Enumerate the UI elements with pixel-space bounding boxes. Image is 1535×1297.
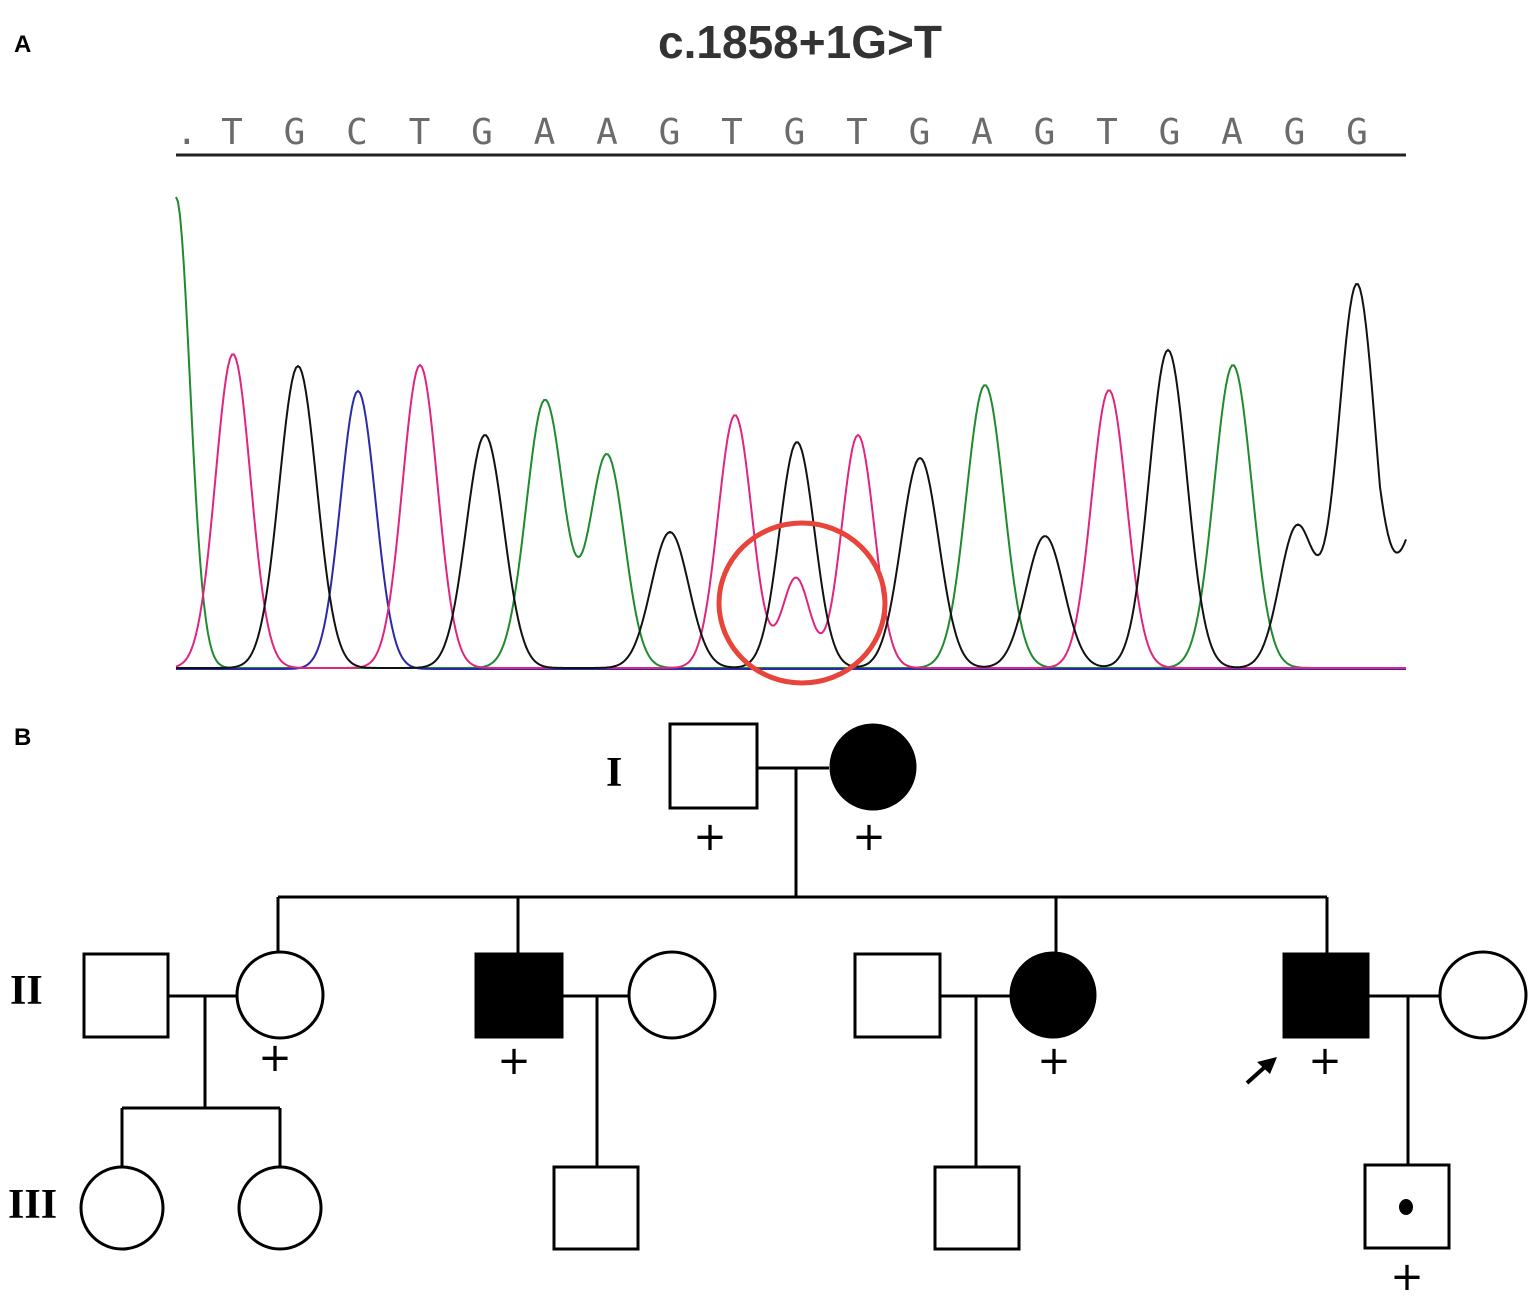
pedigree-lines: [120, 766, 1440, 1167]
carrier-plus-ii2: +: [258, 1035, 292, 1081]
pedigree-ii2-female: [235, 950, 325, 1040]
pedigree-ii1-male: [82, 952, 170, 1039]
pedigree-iii3-male: [552, 1165, 640, 1251]
generation-label-iii: III: [8, 1182, 57, 1228]
panel-b-label: B: [14, 724, 31, 751]
base-call-6: A: [534, 112, 556, 153]
base-call-3: C: [346, 112, 368, 153]
base-call-11: T: [846, 112, 868, 153]
base-call-9: T: [721, 112, 743, 153]
pedigree-i1-male: [668, 722, 759, 810]
carrier-dot: [1399, 1199, 1413, 1215]
carrier-plus-ii6: +: [1037, 1038, 1071, 1084]
proband-arrow: [1245, 1057, 1277, 1085]
generation-label-ii: II: [10, 968, 43, 1014]
base-call-2: G: [284, 112, 306, 153]
base-call-4: T: [409, 112, 431, 153]
base-call-1: T: [221, 112, 243, 153]
carrier-plus-iii5: +: [1390, 1254, 1424, 1297]
trace-a-green: [175, 196, 1406, 669]
base-call-14: G: [1034, 112, 1056, 153]
carrier-plus-i1: +: [693, 814, 727, 860]
base-call-19: G: [1346, 112, 1368, 153]
pedigree-iii1-female: [79, 1165, 165, 1251]
base-call-8: G: [659, 112, 681, 153]
pedigree-i2-female-affected: [829, 723, 917, 811]
trace-t-pink: [175, 353, 1406, 669]
mutation-highlight-circle: [716, 520, 888, 686]
trace-g-black: [176, 283, 1407, 669]
pedigree-iii4-male: [933, 1165, 1021, 1251]
base-call-16: G: [1159, 112, 1181, 153]
pedigree-ii3-male-affected: [474, 952, 564, 1039]
carrier-plus-i2: +: [852, 814, 886, 860]
mutation-title: c.1858+1G>T: [658, 16, 942, 68]
pedigree-ii7-male-affected-proband: [1282, 952, 1370, 1039]
base-call-10: G: [784, 112, 806, 153]
pedigree-ii4-female: [627, 950, 717, 1040]
generation-label-i: I: [606, 750, 622, 796]
carrier-plus-ii3: +: [497, 1038, 531, 1084]
base-call-5: G: [471, 112, 493, 153]
leading-dot: .: [176, 112, 198, 153]
trace-c-blue: [176, 389, 1406, 670]
base-call-13: A: [971, 112, 993, 153]
pedigree-ii5-male: [853, 952, 942, 1039]
panel-a-label: A: [14, 31, 31, 58]
carrier-plus-ii7: +: [1308, 1038, 1342, 1084]
base-call-18: G: [1284, 112, 1306, 153]
pedigree-ii6-female-affected: [1009, 951, 1097, 1039]
base-call-17: A: [1221, 112, 1243, 153]
base-call-7: A: [596, 112, 618, 153]
chromatogram-traces: [175, 196, 1407, 670]
pedigree-iii2-female: [237, 1165, 323, 1251]
pedigree-ii8-female: [1438, 950, 1528, 1040]
base-call-15: T: [1096, 112, 1118, 153]
base-call-12: G: [909, 112, 931, 153]
